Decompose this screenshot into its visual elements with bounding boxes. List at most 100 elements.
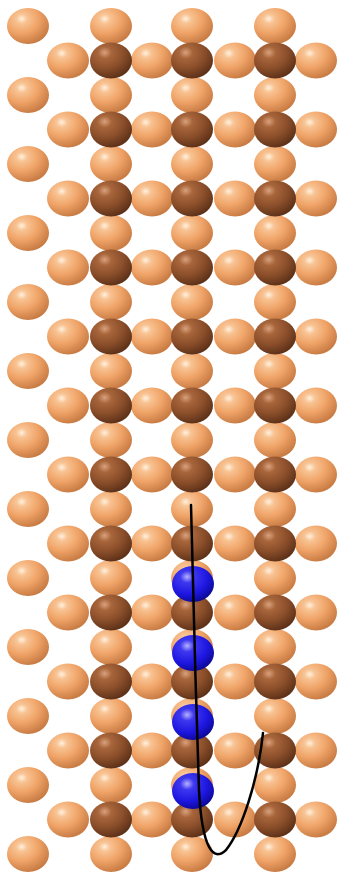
atom-lattice — [7, 8, 337, 872]
light-copper-atom — [171, 353, 213, 389]
light-copper-atom — [90, 353, 132, 389]
light-copper-atom — [214, 594, 256, 631]
dark-copper-atom — [254, 525, 296, 562]
light-copper-atom — [7, 77, 49, 113]
light-copper-atom — [295, 180, 337, 217]
light-copper-atom — [131, 180, 173, 217]
light-copper-atom — [47, 594, 89, 631]
light-copper-atom — [7, 629, 49, 665]
light-copper-atom — [254, 491, 296, 527]
light-copper-atom — [131, 456, 173, 493]
dark-copper-atom — [90, 525, 132, 562]
dark-copper-atom — [254, 318, 296, 355]
dark-copper-atom — [90, 594, 132, 631]
light-copper-atom — [7, 560, 49, 596]
light-copper-atom — [171, 77, 213, 113]
light-copper-atom — [295, 594, 337, 631]
light-copper-atom — [90, 491, 132, 527]
light-copper-atom — [214, 180, 256, 217]
light-copper-atom — [295, 525, 337, 562]
dark-copper-atom — [171, 732, 213, 769]
light-copper-atom — [47, 42, 89, 79]
light-copper-atom — [90, 146, 132, 182]
dark-copper-atom — [171, 456, 213, 493]
light-copper-atom — [254, 836, 296, 872]
light-copper-atom — [90, 77, 132, 113]
light-copper-atom — [295, 387, 337, 424]
light-copper-atom — [90, 836, 132, 872]
light-copper-atom — [254, 353, 296, 389]
light-copper-atom — [171, 284, 213, 320]
light-copper-atom — [47, 456, 89, 493]
light-copper-atom — [295, 456, 337, 493]
light-copper-atom — [254, 284, 296, 320]
light-copper-atom — [131, 318, 173, 355]
light-copper-atom — [254, 215, 296, 251]
light-copper-atom — [214, 456, 256, 493]
light-copper-atom — [7, 698, 49, 734]
light-copper-atom — [47, 180, 89, 217]
blue-solute-atom — [172, 773, 214, 809]
light-copper-atom — [254, 767, 296, 803]
light-copper-atom — [295, 249, 337, 286]
dark-copper-atom — [254, 111, 296, 148]
light-copper-atom — [171, 215, 213, 251]
light-copper-atom — [214, 387, 256, 424]
light-copper-atom — [7, 353, 49, 389]
light-copper-atom — [131, 663, 173, 700]
light-copper-atom — [131, 594, 173, 631]
light-copper-atom — [131, 111, 173, 148]
dark-copper-atom — [171, 594, 213, 631]
dark-copper-atom — [90, 249, 132, 286]
light-copper-atom — [47, 732, 89, 769]
dark-copper-atom — [90, 318, 132, 355]
light-copper-atom — [254, 77, 296, 113]
light-copper-atom — [254, 560, 296, 596]
light-copper-atom — [7, 767, 49, 803]
light-copper-atom — [254, 146, 296, 182]
light-copper-atom — [47, 387, 89, 424]
light-copper-atom — [90, 698, 132, 734]
light-copper-atom — [295, 732, 337, 769]
light-copper-atom — [254, 8, 296, 44]
light-copper-atom — [7, 836, 49, 872]
light-copper-atom — [171, 8, 213, 44]
dark-copper-atom — [254, 456, 296, 493]
light-copper-atom — [47, 318, 89, 355]
light-copper-atom — [47, 663, 89, 700]
light-copper-atom — [90, 560, 132, 596]
light-copper-atom — [131, 42, 173, 79]
light-copper-atom — [171, 422, 213, 458]
dark-copper-atom — [254, 732, 296, 769]
light-copper-atom — [47, 249, 89, 286]
light-copper-atom — [7, 284, 49, 320]
light-copper-atom — [90, 8, 132, 44]
dark-copper-atom — [254, 249, 296, 286]
light-copper-atom — [7, 146, 49, 182]
dark-copper-atom — [254, 42, 296, 79]
light-copper-atom — [214, 663, 256, 700]
light-copper-atom — [214, 249, 256, 286]
light-copper-atom — [254, 698, 296, 734]
dark-copper-atom — [90, 663, 132, 700]
light-copper-atom — [90, 284, 132, 320]
light-copper-atom — [90, 629, 132, 665]
dark-copper-atom — [171, 387, 213, 424]
blue-solute-atom — [172, 704, 214, 740]
dark-copper-atom — [90, 111, 132, 148]
light-copper-atom — [214, 801, 256, 838]
blue-solute-atom — [172, 635, 214, 671]
dark-copper-atom — [90, 387, 132, 424]
dark-copper-atom — [254, 663, 296, 700]
light-copper-atom — [295, 318, 337, 355]
light-copper-atom — [295, 801, 337, 838]
light-copper-atom — [214, 525, 256, 562]
dark-copper-atom — [254, 180, 296, 217]
light-copper-atom — [90, 422, 132, 458]
dark-copper-atom — [171, 111, 213, 148]
light-copper-atom — [295, 42, 337, 79]
dark-copper-atom — [90, 732, 132, 769]
dark-copper-atom — [90, 180, 132, 217]
light-copper-atom — [131, 525, 173, 562]
light-copper-atom — [214, 732, 256, 769]
